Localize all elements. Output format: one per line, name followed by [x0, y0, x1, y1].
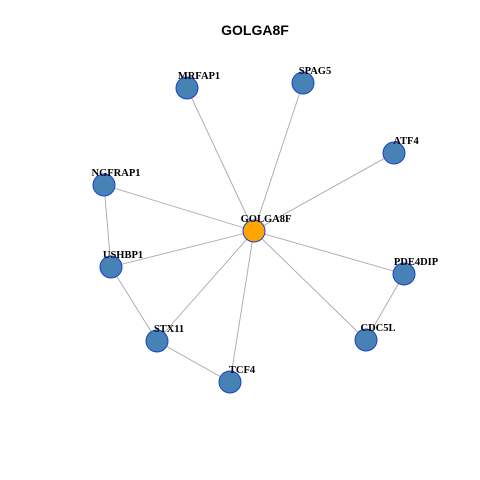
- edge-golga8f-cdc5l: [253, 230, 367, 341]
- labels-layer: GOLGA8F MRFAP1 SPAG5ATF4NGFRAP1USHBP1PDE4D…: [92, 66, 439, 376]
- node-label-atf4: ATF4: [393, 136, 419, 147]
- edge-golga8f-atf4: [253, 152, 395, 232]
- edge-golga8f-tcf4: [229, 230, 255, 383]
- node-stx11: [145, 329, 169, 353]
- edges-layer: [103, 82, 405, 383]
- diagram-title: GOLGA8F: [221, 22, 289, 38]
- node-label-ngfrap1: NGFRAP1: [92, 168, 141, 179]
- node-spag5: [291, 71, 315, 95]
- node-pde4dip: [392, 262, 416, 286]
- node-ngfrap1: [92, 173, 116, 197]
- nodes-layer: [92, 71, 416, 394]
- edge-ngfrap1-ushbp1: [103, 184, 112, 268]
- node-tcf4: [218, 370, 242, 394]
- node-label-cdc5l: CDC5L: [360, 323, 395, 334]
- node-mrfap1: [175, 76, 199, 100]
- edge-ushbp1-stx11: [110, 266, 158, 342]
- node-atf4: [382, 141, 406, 165]
- edge-stx11-tcf4: [156, 340, 231, 383]
- node-golga8f: [242, 219, 266, 243]
- edge-pde4dip-cdc5l: [365, 273, 405, 341]
- node-ushbp1: [99, 255, 123, 279]
- node-label-stx11: STX11: [154, 324, 184, 335]
- edge-golga8f-pde4dip: [253, 230, 405, 275]
- node-label-mrfap1: MRFAP1: [178, 71, 220, 82]
- node-label-spag5: SPAG5: [299, 66, 331, 77]
- node-label-ushbp1: USHBP1: [103, 250, 143, 261]
- edge-golga8f-ngfrap1: [103, 184, 255, 232]
- node-label-pde4dip: PDE4DIP: [394, 257, 439, 268]
- node-label-golga8f: GOLGA8F: [241, 214, 292, 225]
- node-cdc5l: [354, 328, 378, 352]
- edge-golga8f-stx11: [156, 230, 255, 342]
- edge-golga8f-spag5: [253, 82, 304, 232]
- node-label-tcf4: TCF4: [229, 365, 256, 376]
- edge-golga8f-mrfap1: [186, 87, 255, 232]
- edge-golga8f-ushbp1: [110, 230, 255, 268]
